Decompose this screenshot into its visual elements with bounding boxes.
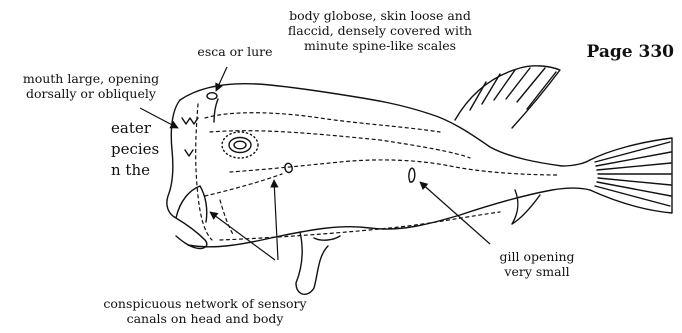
label-line: very small	[482, 264, 592, 279]
body-text-line: eater	[111, 118, 159, 139]
mouth-label: mouth large, opening dorsally or oblique…	[0, 71, 182, 101]
label-line: flaccid, densely covered with	[285, 23, 475, 38]
label-line: body globose, skin loose and	[285, 8, 475, 23]
page-label: Page 330	[587, 42, 674, 62]
label-line: esca or lure	[180, 44, 290, 59]
fish-body	[167, 66, 672, 295]
esca-arrow	[216, 67, 227, 91]
gill-opening-label: gill opening very small	[482, 249, 592, 279]
gill-arrow	[420, 182, 490, 244]
sensory-canals-label: conspicuous network of sensory canals on…	[95, 296, 315, 326]
body-text-fragment: eater pecies n the	[111, 118, 159, 181]
label-line: conspicuous network of sensory	[95, 296, 315, 311]
label-line: gill opening	[482, 249, 592, 264]
esca-label: esca or lure	[180, 44, 290, 59]
sensory-canals	[196, 104, 560, 240]
body-description-label: body globose, skin loose and flaccid, de…	[285, 8, 475, 53]
label-line: mouth large, opening	[0, 71, 182, 86]
body-text-line: n the	[111, 160, 159, 181]
canals-arrow-right	[274, 180, 278, 260]
label-line: dorsally or obliquely	[0, 86, 182, 101]
body-text-line: pecies	[111, 139, 159, 160]
label-line: minute spine-like scales	[285, 38, 475, 53]
label-line: canals on head and body	[95, 311, 315, 326]
canals-arrow-left	[210, 212, 275, 260]
